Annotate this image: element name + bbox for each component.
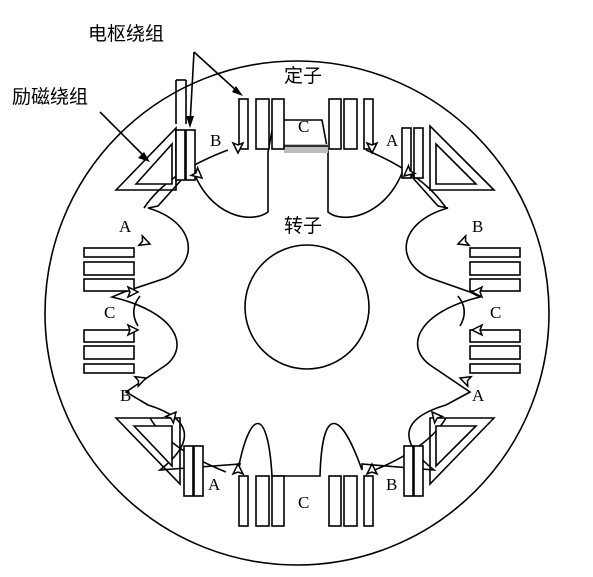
stator-bore-bottom-left [149,417,227,473]
armature-winding-label: 电枢绕组 [88,23,164,45]
field-winding-bottom-left [114,417,204,497]
armature-coil-left-mid-lower [83,329,135,343]
stator-bore-right [457,295,466,327]
pole-highlight [284,144,328,153]
phase-label-top-center: C [298,117,309,136]
armature-coil-left-mid-upper [83,278,135,292]
phase-label-top-right: A [386,131,399,150]
phase-label-lower-left: B [120,386,131,405]
armature-coil-top-left [238,98,270,150]
field-winding-label: 励磁绕组 [12,86,88,108]
armature-coil-right-mid-lower [469,329,521,343]
stator-label: 定子 [284,65,322,87]
armature-coil-bottom-right [343,475,374,527]
armature-coil-right-mid-upper [469,278,521,292]
label-leaders [99,51,243,162]
armature-coil-bottom-center-left [271,475,285,527]
phase-label-bottom-center: C [298,493,309,512]
phase-label-bottom-left: A [208,475,221,494]
phase-label-lower-right: A [472,386,485,405]
armature-coil-right-lower [469,345,521,374]
rotor-label: 转子 [284,215,322,237]
phase-label-upper-right: B [472,217,483,236]
field-winding-top-right [401,124,496,191]
phase-label-bottom-right: B [386,475,397,494]
field-winding-top-left [114,126,196,191]
rotor-shaft [244,244,370,370]
armature-coil-top-right [343,98,374,150]
phase-label-mid-left: C [104,303,115,322]
stator-bore-left [132,295,141,327]
phase-label-mid-right: C [490,303,501,322]
field-winding-bottom-right [403,417,496,497]
phase-label-top-left: B [210,131,221,150]
armature-coil-top-center-right [328,98,342,150]
armature-coil-top-center-left [271,98,285,150]
stator-bore-top-right [365,149,447,209]
armature-coil-left-lower [83,345,135,374]
armature-coil-bottom-center-right [328,475,342,527]
stator-outer-circle [44,60,550,566]
armature-coil-left-upper [83,247,135,276]
armature-coil-bottom-left [238,475,270,527]
armature-coil-right-upper [469,247,521,276]
phase-label-upper-left: A [119,217,132,236]
